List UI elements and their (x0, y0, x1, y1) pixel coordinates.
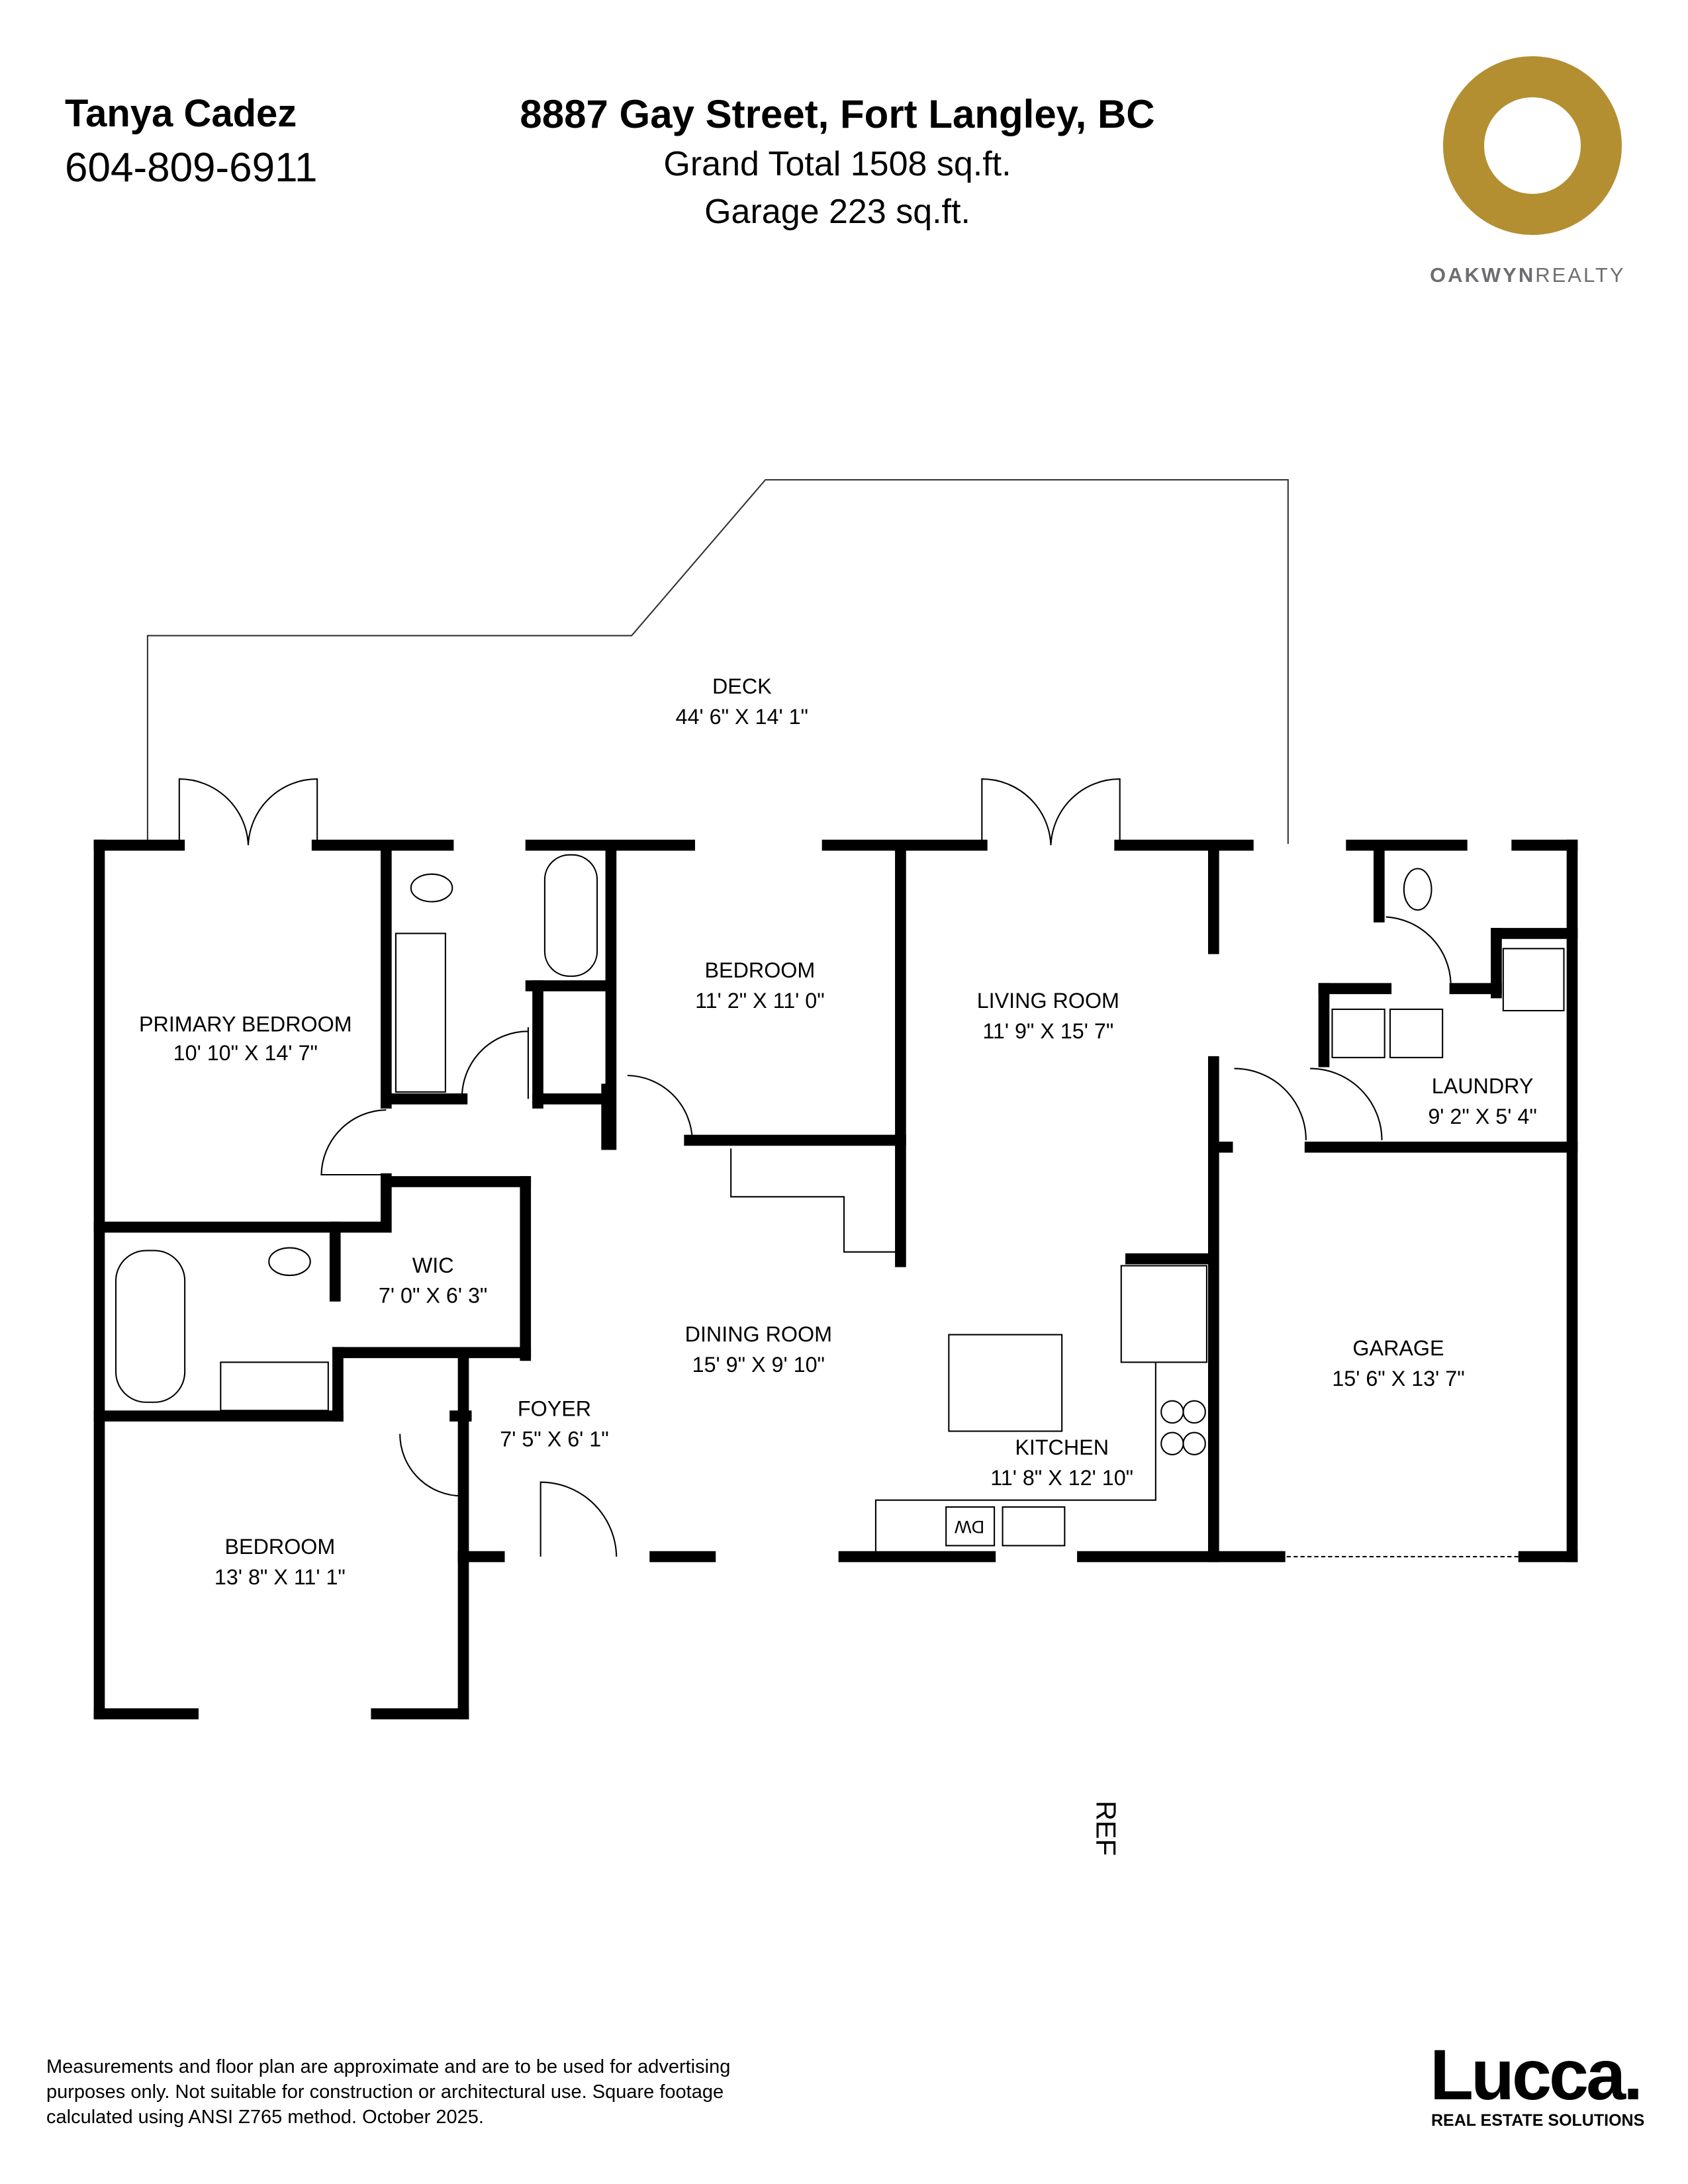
room-name: BEDROOM (225, 1535, 336, 1559)
agent-phone: 604-809-6911 (65, 145, 318, 191)
grand-total: Grand Total 1508 sq.ft. (663, 145, 1011, 183)
deck-outline (146, 478, 1289, 844)
disclaimer: Measurements and floor plan are approxim… (46, 2056, 731, 2128)
oakwyn-logo-text: OAKWYNREALTY (1430, 263, 1626, 287)
room-name: KITCHEN (1015, 1435, 1109, 1459)
room-name: LAUNDRY (1432, 1074, 1534, 1098)
walls (93, 839, 1578, 1719)
room-name: PRIMARY BEDROOM (139, 1012, 352, 1036)
room-name: DINING ROOM (685, 1322, 832, 1346)
room-dims: 7' 0" X 6' 3" (379, 1284, 487, 1308)
room-dims: 15' 6" X 13' 7" (1332, 1367, 1464, 1390)
dishwasher (945, 1506, 996, 1547)
utility-sink (1502, 948, 1565, 1012)
room-labels: DECK 44' 6" X 14' 1" PRIMARY BEDROOM 10'… (139, 674, 1537, 1589)
room-dims: 11' 8" X 12' 10" (990, 1466, 1133, 1490)
room-name: FOYER (518, 1397, 591, 1421)
vanity-main (395, 933, 446, 1093)
room-dims: 13' 8" X 11' 1" (214, 1565, 346, 1589)
property-address: 8887 Gay Street, Fort Langley, BC (520, 92, 1155, 136)
toilet-ensuite (268, 1247, 311, 1277)
bathtub-main (543, 854, 598, 978)
bathtub-ensuite (115, 1250, 186, 1403)
stove-burner (1160, 1400, 1184, 1424)
kitchen-island (948, 1334, 1063, 1432)
toilet-laundry (1403, 868, 1432, 911)
vanity-ensuite (220, 1361, 329, 1412)
lucca-logo-subtitle: REAL ESTATE SOLUTIONS (1431, 2111, 1645, 2130)
room-dims: 9' 2" X 5' 4" (1428, 1105, 1536, 1128)
fixtures (115, 778, 1565, 1558)
dryer (1389, 1008, 1444, 1058)
lucca-logo: Lucca. (1430, 2034, 1643, 2115)
room-name: GARAGE (1352, 1336, 1444, 1360)
ref-label: REF (1090, 1801, 1121, 1856)
room-name: LIVING ROOM (977, 989, 1119, 1013)
kitchen-sink (1002, 1506, 1066, 1547)
toilet-main (410, 873, 453, 903)
room-dims: 7' 5" X 6' 1" (500, 1427, 608, 1451)
room-dims: 44' 6" X 14' 1" (676, 705, 808, 729)
room-name: BEDROOM (705, 958, 816, 982)
garage-total: Garage 223 sq.ft. (704, 193, 970, 231)
agent-name: Tanya Cadez (65, 92, 297, 135)
washer (1331, 1008, 1385, 1058)
room-dims: 11' 2" X 11' 0" (695, 989, 825, 1013)
room-dims: 15' 9" X 9' 10" (692, 1353, 825, 1377)
room-dims: 10' 10" X 14' 7" (173, 1041, 318, 1065)
dw-label: DW (955, 1517, 985, 1537)
room-dims: 11' 9" X 15' 7" (982, 1019, 1113, 1043)
room-name: DECK (712, 674, 772, 698)
room-name: WIC (412, 1253, 454, 1277)
refrigerator (1120, 1265, 1207, 1363)
